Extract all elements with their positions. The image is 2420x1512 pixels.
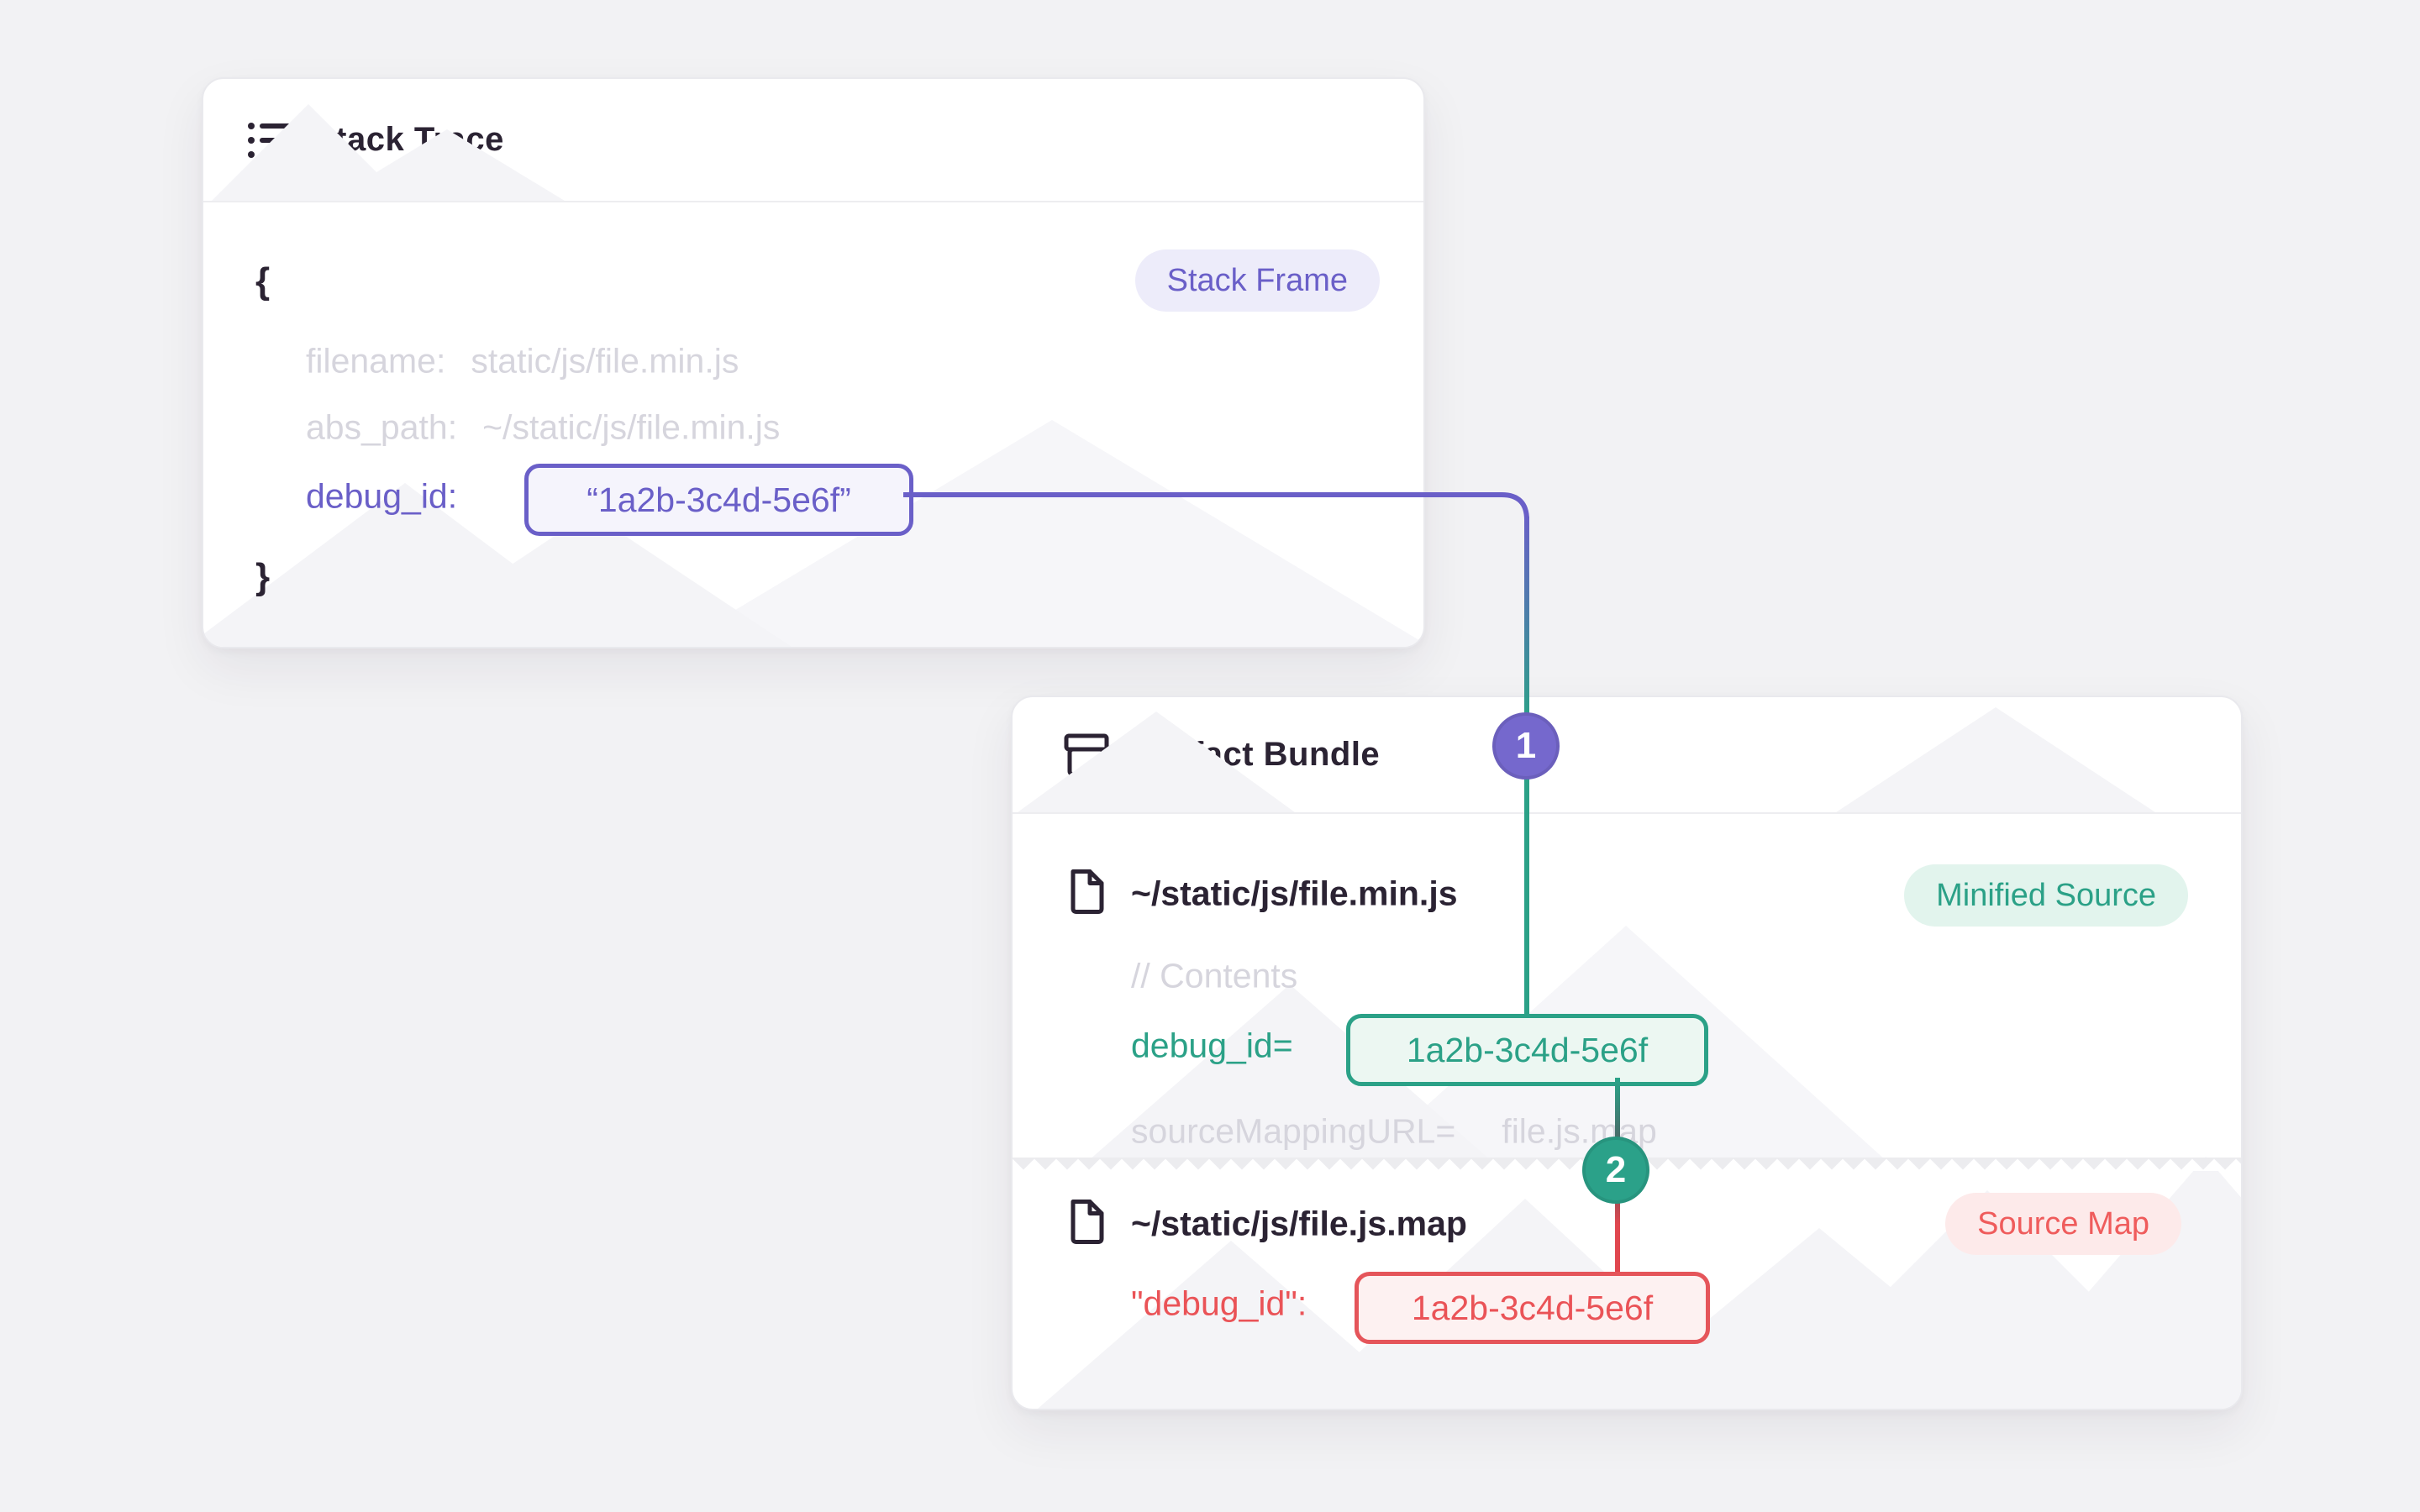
bundle-debug-id-token: 1a2b-3c4d-5e6f xyxy=(1346,1014,1708,1086)
abs-path-value: ~/static/js/file.min.js xyxy=(482,407,781,447)
close-brace: } xyxy=(255,556,271,597)
debug-id-token: “1a2b-3c4d-5e6f” xyxy=(524,464,913,536)
source-mapping-line: sourceMappingURL= file.js.map xyxy=(1131,1112,1657,1152)
abs-path-line: abs_path: ~/static/js/file.min.js xyxy=(306,408,780,448)
open-brace: { xyxy=(255,260,271,302)
stack-trace-card: Stack Trace { Stack Frame filename: stat… xyxy=(202,77,1425,648)
minified-file-path: ~/static/js/file.min.js xyxy=(1131,874,1458,914)
source-mapping-key: sourceMappingURL= xyxy=(1131,1111,1456,1151)
filename-value: static/js/file.min.js xyxy=(471,341,739,381)
bundle-debug-id-line: debug_id= xyxy=(1131,1026,1293,1066)
filename-key: filename: xyxy=(306,341,446,381)
source-map-badge: Source Map xyxy=(1945,1193,2181,1255)
debug-id-line: debug_id: xyxy=(306,477,457,517)
filename-line: filename: static/js/file.min.js xyxy=(306,342,739,381)
sourcemap-file-path: ~/static/js/file.js.map xyxy=(1131,1205,1467,1244)
minified-path-text: ~/static/js/file.min.js xyxy=(1131,874,1458,913)
sourcemap-debug-id-key: "debug_id": xyxy=(1131,1284,1307,1323)
mountain-watermark xyxy=(1836,707,2155,812)
stack-trace-header: Stack Trace xyxy=(203,79,1423,202)
stack-frame-badge: Stack Frame xyxy=(1134,249,1380,312)
minified-source-badge: Minified Source xyxy=(1904,864,2188,927)
file-icon xyxy=(1067,1198,1106,1251)
sourcemap-debug-id-token: 1a2b-3c4d-5e6f xyxy=(1355,1272,1710,1344)
contents-comment: // Contents xyxy=(1131,956,1298,995)
bundle-debug-id-key: debug_id= xyxy=(1131,1026,1293,1065)
step-marker-2: 2 xyxy=(1582,1137,1649,1204)
abs-path-key: abs_path: xyxy=(306,407,458,447)
sourcemap-path-text: ~/static/js/file.js.map xyxy=(1131,1204,1467,1243)
sourcemap-debug-id-line: "debug_id": xyxy=(1131,1284,1307,1324)
debug-id-key: debug_id: xyxy=(306,476,458,516)
artifact-bundle-card: Artifact Bundle ~/static/js/file.min.js … xyxy=(1011,696,2243,1410)
step-marker-1: 1 xyxy=(1492,712,1560,780)
artifact-bundle-header: Artifact Bundle xyxy=(1013,697,2241,814)
contents-comment-line: // Contents xyxy=(1131,957,1297,996)
file-icon xyxy=(1067,868,1106,921)
